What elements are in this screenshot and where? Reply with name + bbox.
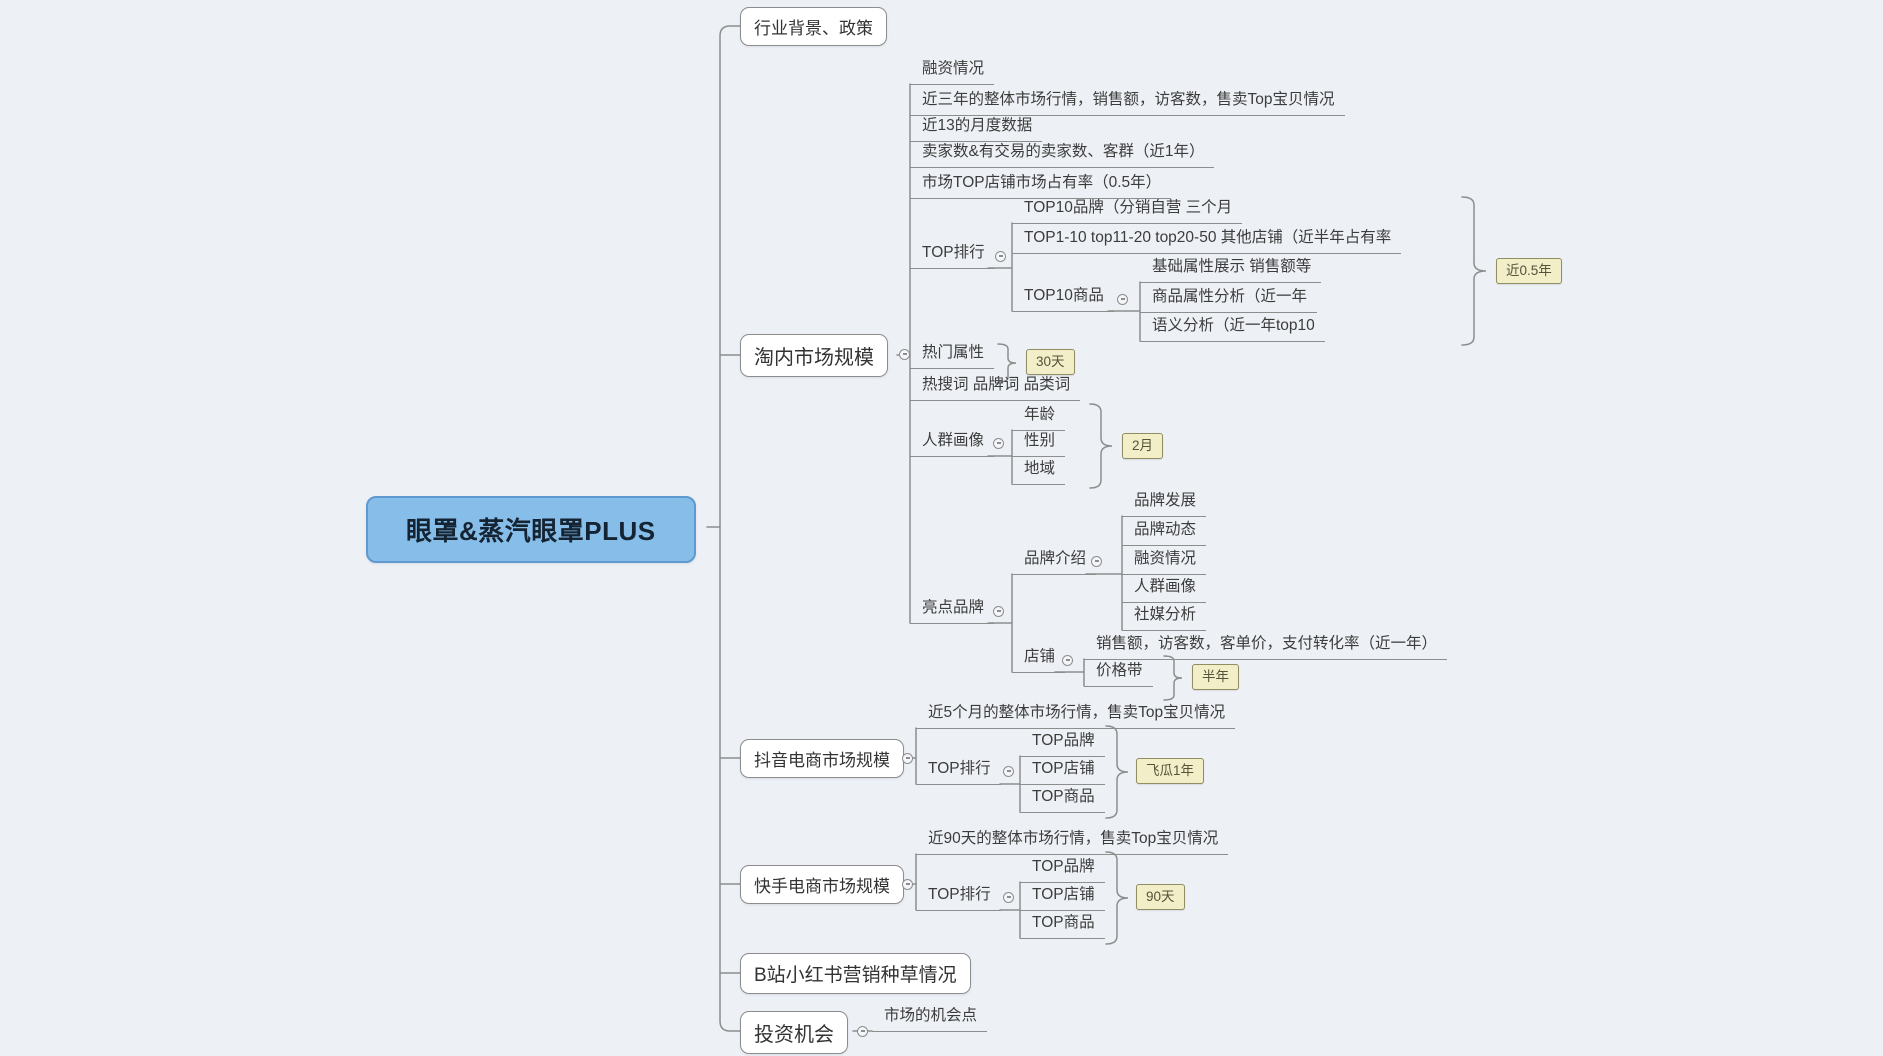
tag-30-days[interactable]: 30天 (1026, 349, 1075, 375)
topic-top-ranking-taobao[interactable]: TOP排行 (910, 243, 995, 269)
topic-seller-count[interactable]: 卖家数&有交易的卖家数、客群（近1年） (910, 142, 1215, 168)
topic-financing[interactable]: 融资情况 (910, 59, 995, 85)
topic-basic-attributes[interactable]: 基础属性展示 销售额等 (1140, 257, 1322, 283)
topic-3year-market[interactable]: 近三年的整体市场行情，销售额，访客数，售卖Top宝贝情况 (910, 90, 1345, 116)
collapse-icon-highlight-brands[interactable] (993, 606, 1004, 617)
collapse-icon-douyin[interactable] (902, 753, 913, 764)
brace-top-ranking-kuaishou (1105, 851, 1129, 945)
topic-market-opportunity[interactable]: 市场的机会点 (872, 1006, 988, 1032)
topic-semantic-analysis[interactable]: 语义分析（近一年top10 (1140, 316, 1325, 342)
topic-audience-profile[interactable]: 人群画像 (910, 431, 995, 457)
brace-top-ranking-taobao (1461, 196, 1487, 346)
topic-kuaishou-90day[interactable]: 近90天的整体市场行情，售卖Top宝贝情况 (916, 829, 1229, 855)
collapse-icon-top10-products[interactable] (1117, 294, 1128, 305)
collapse-icon-top-ranking-taobao[interactable] (995, 251, 1006, 262)
branch-kuaishou-market[interactable]: 快手电商市场规模 (740, 865, 904, 904)
topic-top10-brands[interactable]: TOP10品牌（分销自营 三个月 (1012, 198, 1243, 224)
collapse-icon-investment[interactable] (857, 1026, 868, 1037)
branch-bilibili-xiaohongshu[interactable]: B站小红书营销种草情况 (740, 953, 971, 994)
central-topic[interactable]: 眼罩&蒸汽眼罩PLUS (366, 496, 696, 563)
topic-douyin-top-product[interactable]: TOP商品 (1020, 787, 1105, 813)
collapse-icon-brand-intro[interactable] (1091, 556, 1102, 567)
tag-half-year[interactable]: 半年 (1192, 664, 1239, 690)
brace-price-band (1163, 655, 1183, 701)
topic-kuaishou-top-shop[interactable]: TOP店铺 (1020, 885, 1105, 911)
topic-top-shop-share[interactable]: 市场TOP店铺市场占有率（0.5年） (910, 173, 1172, 199)
topic-price-band[interactable]: 价格带 (1084, 661, 1153, 687)
topic-douyin-top-brand[interactable]: TOP品牌 (1020, 731, 1105, 757)
topic-hot-keywords[interactable]: 热搜词 品牌词 品类词 (910, 375, 1081, 401)
topic-social-media-analysis[interactable]: 社媒分析 (1122, 605, 1207, 631)
collapse-icon-top-ranking-douyin[interactable] (1003, 766, 1014, 777)
topic-douyin-5month[interactable]: 近5个月的整体市场行情，售卖Top宝贝情况 (916, 703, 1236, 729)
topic-brand-financing[interactable]: 融资情况 (1122, 549, 1207, 575)
topic-top-ranking-douyin[interactable]: TOP排行 (916, 759, 1001, 785)
topic-kuaishou-top-product[interactable]: TOP商品 (1020, 913, 1105, 939)
collapse-icon-kuaishou[interactable] (902, 879, 913, 890)
tag-feigua-1year[interactable]: 飞瓜1年 (1136, 758, 1205, 784)
topic-shop-metrics[interactable]: 销售额，访客数，客单价，支付转化率（近一年） (1084, 634, 1448, 660)
topic-douyin-top-shop[interactable]: TOP店铺 (1020, 759, 1105, 785)
topic-shop[interactable]: 店铺 (1012, 647, 1066, 673)
topic-top-tier-shops[interactable]: TOP1-10 top11-20 top20-50 其他店铺（近半年占有率 (1012, 228, 1402, 254)
collapse-icon-top-ranking-kuaishou[interactable] (1003, 892, 1014, 903)
tag-february[interactable]: 2月 (1122, 433, 1164, 459)
collapse-icon-taobao[interactable] (899, 349, 910, 360)
topic-brand-development[interactable]: 品牌发展 (1122, 491, 1207, 517)
collapse-icon-audience[interactable] (993, 438, 1004, 449)
topic-13month-data[interactable]: 近13的月度数据 (910, 116, 1043, 142)
brace-audience (1089, 403, 1113, 489)
topic-top-ranking-kuaishou[interactable]: TOP排行 (916, 885, 1001, 911)
topic-hot-attributes[interactable]: 热门属性 (910, 343, 995, 369)
topic-product-attribute-analysis[interactable]: 商品属性分析（近一年 (1140, 287, 1318, 313)
topic-brand-audience[interactable]: 人群画像 (1122, 577, 1207, 603)
topic-brand-news[interactable]: 品牌动态 (1122, 520, 1207, 546)
topic-highlight-brands[interactable]: 亮点品牌 (910, 598, 995, 624)
brace-top-ranking-douyin (1105, 725, 1129, 819)
topic-gender[interactable]: 性别 (1012, 431, 1066, 457)
branch-douyin-market[interactable]: 抖音电商市场规模 (740, 739, 904, 778)
branch-investment-opportunity[interactable]: 投资机会 (740, 1011, 848, 1054)
brace-hot-attributes (997, 343, 1017, 383)
branch-industry-background[interactable]: 行业背景、政策 (740, 7, 887, 46)
branch-taobao-market[interactable]: 淘内市场规模 (740, 334, 888, 377)
topic-kuaishou-top-brand[interactable]: TOP品牌 (1020, 857, 1105, 883)
topic-brand-intro[interactable]: 品牌介绍 (1012, 549, 1097, 575)
tag-recent-half-year[interactable]: 近0.5年 (1496, 258, 1562, 284)
collapse-icon-shop[interactable] (1062, 655, 1073, 666)
topic-region[interactable]: 地域 (1012, 459, 1066, 485)
tag-90-days[interactable]: 90天 (1136, 884, 1185, 910)
topic-age[interactable]: 年龄 (1012, 405, 1066, 431)
topic-top10-products[interactable]: TOP10商品 (1012, 286, 1114, 312)
